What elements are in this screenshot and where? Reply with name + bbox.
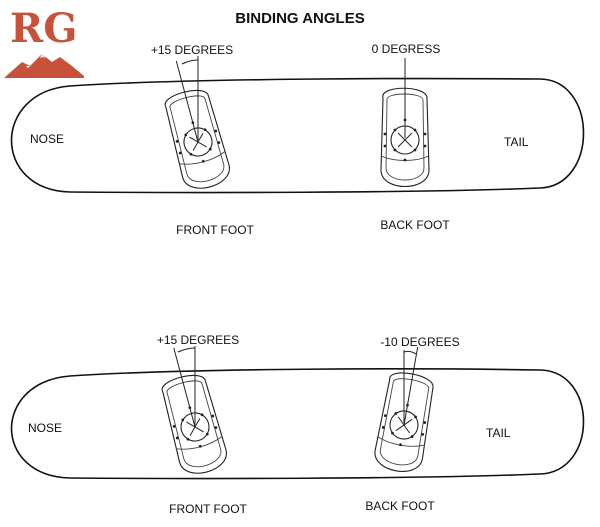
binding-inner-line	[166, 380, 222, 468]
front-angle-label: +15 DEGREES	[157, 333, 239, 347]
back-foot-label: BACK FOOT	[365, 499, 435, 513]
back-angle-line	[403, 346, 419, 426]
front-angle-arc	[181, 59, 199, 65]
back-angle-label: -10 DEGREES	[380, 335, 459, 349]
front-angle-line	[175, 60, 199, 143]
snowboard-top: NOSE TAIL +15 DEGREES FRONT FOOT	[10, 42, 585, 237]
front-foot-label: FRONT FOOT	[176, 223, 254, 237]
front-angle-label: +15 DEGREES	[151, 43, 233, 57]
diagram-title: BINDING ANGLES	[235, 10, 364, 27]
nose-label: NOSE	[28, 421, 62, 435]
logo-mountain-snow	[26, 54, 46, 68]
front-angle-arc	[177, 347, 196, 353]
tail-label: TAIL	[486, 426, 511, 440]
snowboard-bottom: NOSE TAIL +15 DEGREES FRONT FOOT	[10, 333, 585, 516]
disc-cross	[397, 132, 413, 148]
nose-label: NOSE	[30, 132, 64, 146]
logo-text: RG	[10, 5, 77, 52]
back-angle-arc	[403, 350, 417, 355]
mounting-holes	[381, 403, 427, 447]
back-foot-label: BACK FOOT	[380, 218, 450, 232]
mounting-holes	[175, 121, 221, 163]
rg-logo: RG	[4, 5, 84, 78]
front-angle-line	[173, 347, 196, 428]
tail-label: TAIL	[504, 135, 529, 149]
binding-inner-line	[385, 93, 425, 181]
front-foot-label: FRONT FOOT	[169, 502, 247, 516]
board-outline	[10, 368, 585, 480]
logo-mountains	[4, 54, 84, 78]
board-outline	[10, 77, 585, 194]
mounting-holes	[383, 118, 427, 162]
back-angle-label: 0 DEGRESS	[372, 42, 441, 56]
binding-inner-line	[169, 95, 225, 183]
